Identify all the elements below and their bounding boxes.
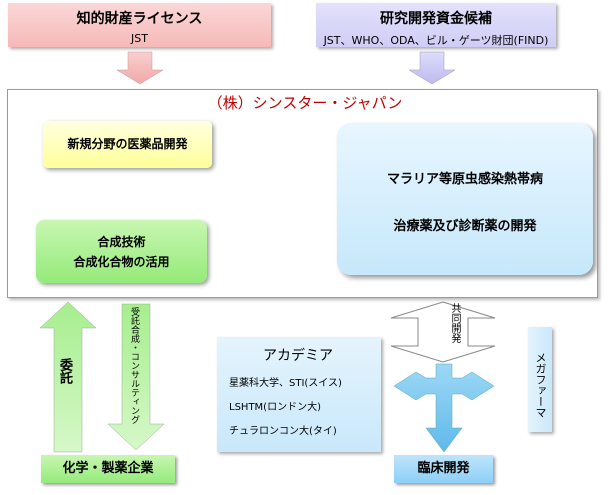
academia-title: アカデミア (263, 348, 333, 364)
academia-item: チュラロンコン大(タイ) (229, 426, 337, 437)
company-name: （株）シンスター・ジャパン (207, 94, 403, 112)
synthesis-line2: 合成化合物の活用 (73, 255, 170, 269)
academia-item: 星薬科大学、STI(スイス) (229, 378, 342, 389)
commission-label: 委託 (57, 358, 72, 384)
synthesis-box: 合成技術 合成化合物の活用 (36, 220, 207, 283)
funding-arrow (408, 51, 456, 85)
new-drug-box: 新規分野の医薬品開発 (43, 121, 212, 168)
license-arrow (116, 51, 164, 85)
academia-box: アカデミア 星薬科大学、STI(スイス) LSHTM(ロンドン大) チュラロンコ… (217, 337, 381, 452)
ip-license-subtitle: JST (131, 32, 148, 45)
funding-title: 研究開発資金候補 (380, 11, 492, 27)
ip-license-title: 知的財産ライセンス (76, 11, 203, 27)
malaria-line2: 治療薬及び診断薬の開発 (393, 219, 537, 234)
ip-license-box: 知的財産ライセンス JST (8, 3, 271, 47)
clinical-dev-box: 臨床開発 (394, 455, 493, 483)
malaria-line1: マラリア等原虫感染熱帯病 (386, 172, 543, 187)
commission-arrow (39, 301, 97, 453)
clinical-arrow (393, 363, 495, 453)
synthesis-line1: 合成技術 (97, 235, 146, 249)
funding-box: 研究開発資金候補 JST、WHO、ODA、ビル・ゲーツ財団(FIND) (316, 3, 556, 47)
joint-dev-arrow (390, 301, 496, 363)
funding-subtitle: JST、WHO、ODA、ビル・ゲーツ財団(FIND) (323, 34, 549, 47)
contract-label: 受託合成・コンサルティング (129, 307, 139, 424)
contract-arrow (107, 303, 165, 451)
mega-pharma-box: メガファーマ (528, 327, 552, 432)
academia-item: LSHTM(ロンドン大) (229, 402, 321, 413)
joint-label: 共同開発 (449, 303, 460, 343)
chemical-company-box: 化学・製薬企業 (41, 455, 175, 483)
malaria-box: マラリア等原虫感染熱帯病 治療薬及び診断薬の開発 (337, 123, 593, 275)
